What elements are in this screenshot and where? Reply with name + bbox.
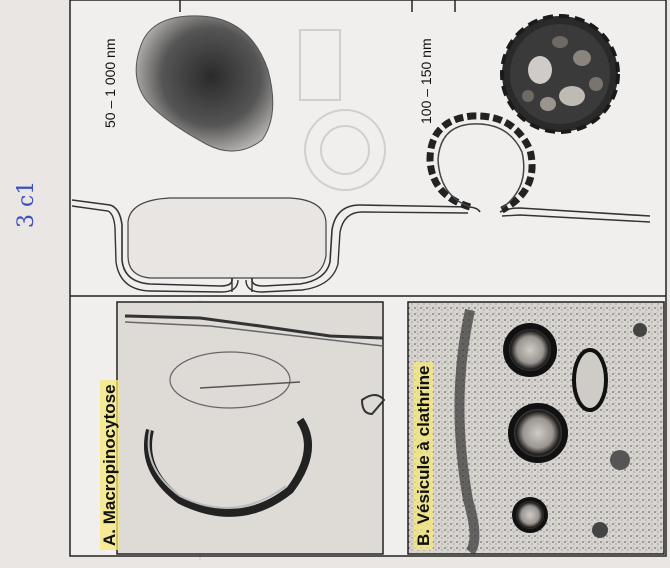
size-label-macropinosome: 50 – 1 000 nm <box>102 38 118 128</box>
panel-b-title: B. Vésicule à clathrine <box>414 362 434 550</box>
macropinocytic-cup <box>128 198 326 278</box>
handwritten-note: 3 c1 <box>14 181 39 228</box>
size-label-clathrin-vesicle-text: 100 – 150 nm <box>418 38 434 124</box>
micrograph-clathrin-vesicle <box>408 302 664 554</box>
size-label-clathrin-vesicle: 100 – 150 nm <box>418 38 434 124</box>
clathrin-cage <box>502 16 618 132</box>
handwritten-note-text: 3 c1 <box>14 181 39 228</box>
size-label-macropinosome-text: 50 – 1 000 nm <box>102 38 118 128</box>
panel-a-title-text: A. Macropinocytose <box>100 380 119 550</box>
panel-b-title-text: B. Vésicule à clathrine <box>414 362 433 550</box>
micrograph-macropinocytosis <box>117 302 384 554</box>
panel-a-title: A. Macropinocytose <box>100 380 120 550</box>
